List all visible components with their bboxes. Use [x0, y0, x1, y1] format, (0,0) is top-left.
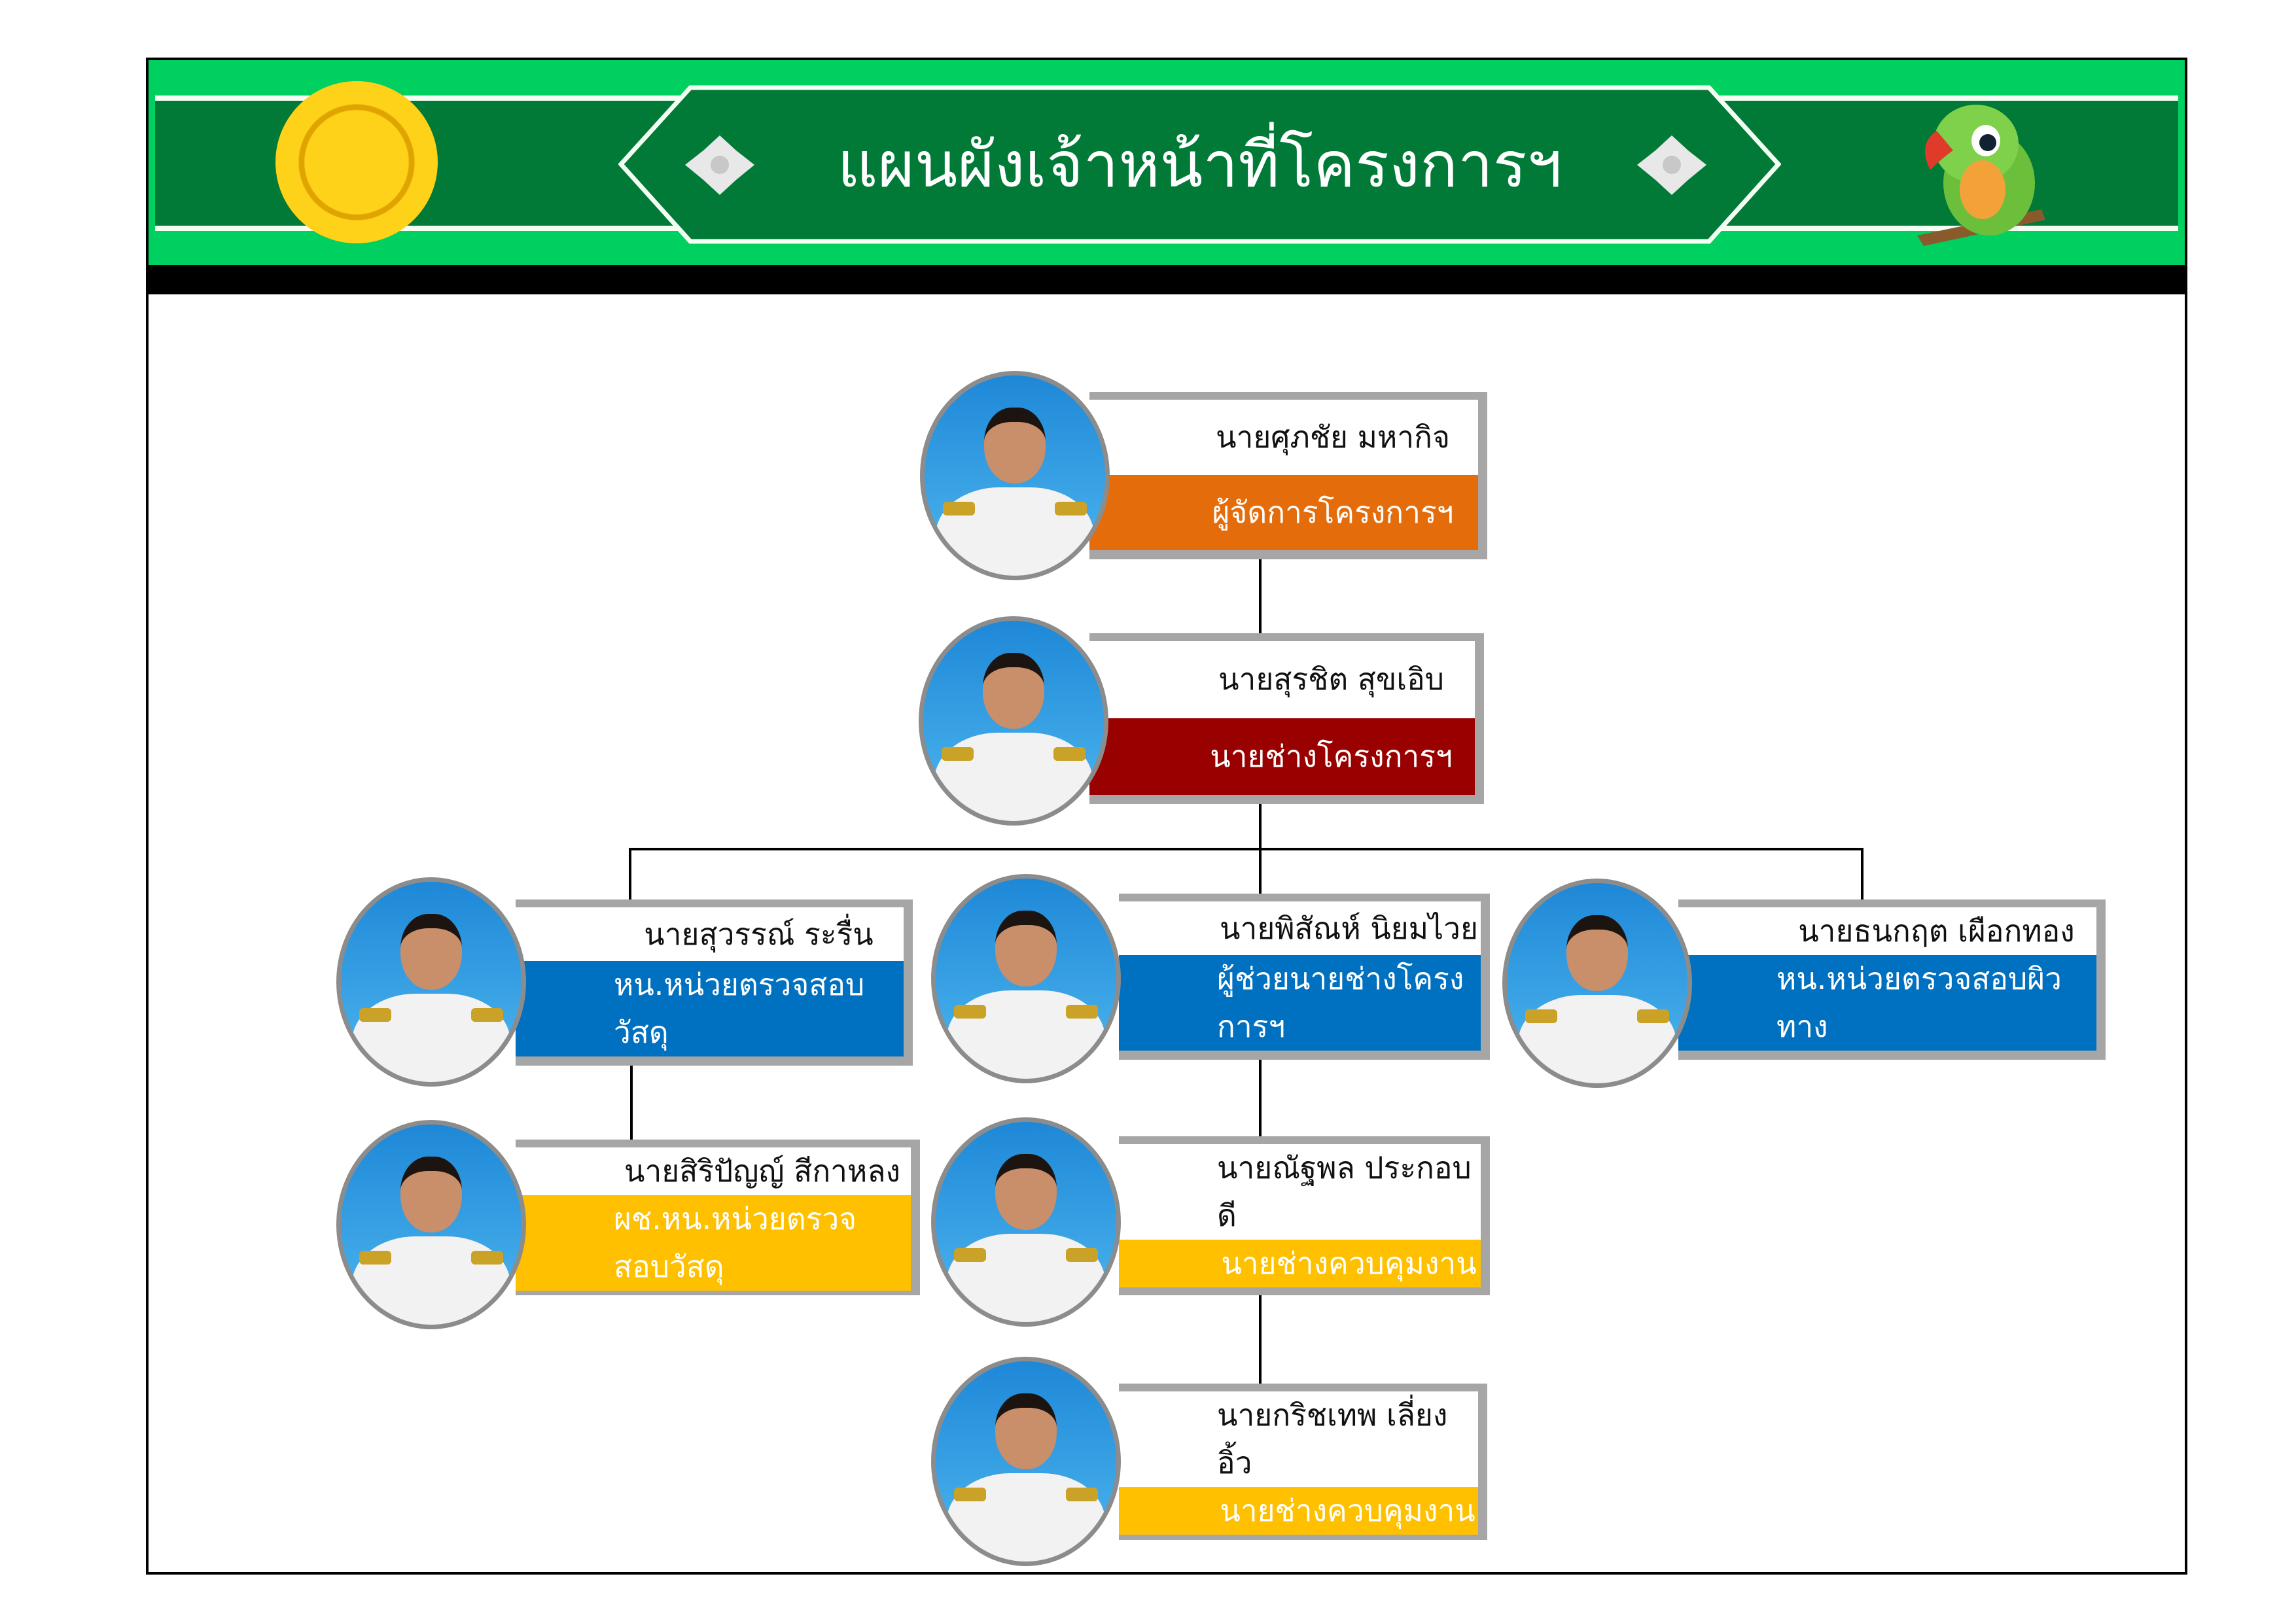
staff-name: นายณัฐพล ประกอบดี [1119, 1144, 1481, 1240]
staff-photo [1502, 879, 1692, 1088]
staff-card: นายธนกฤต เผือกทองหน.หน่วยตรวจสอบผิวทาง [1678, 899, 2106, 1060]
connector-line [1259, 1060, 1262, 1136]
staff-role: นายช่างควบคุมงาน [1119, 1487, 1478, 1535]
connector-line [629, 848, 631, 899]
staff-card: นายสุรชิต สุขเอิบนายช่างโครงการฯ [1089, 633, 1484, 804]
connector-line [630, 1066, 633, 1140]
department-seal-logo [275, 81, 438, 243]
staff-name: นายศุภชัย มหากิจ [1089, 400, 1478, 475]
staff-photo [919, 616, 1108, 826]
staff-card: นายศุภชัย มหากิจผู้จัดการโครงการฯ [1089, 392, 1487, 559]
connector-line [1259, 559, 1262, 633]
flower-ornament-icon [685, 135, 754, 195]
staff-name: นายธนกฤต เผือกทอง [1678, 907, 2096, 955]
staff-photo [931, 874, 1121, 1083]
staff-role: ผู้ช่วยนายช่างโครงการฯ [1119, 955, 1481, 1051]
staff-role: นายช่างโครงการฯ [1089, 718, 1475, 795]
staff-photo [920, 371, 1110, 580]
staff-role: ผู้จัดการโครงการฯ [1089, 475, 1478, 550]
staff-card: นายสุวรรณ์ ระรื่นหน.หน่วยตรวจสอบวัสดุ [516, 899, 913, 1066]
connector-line [1861, 848, 1863, 899]
staff-name: นายสุรชิต สุขเอิบ [1089, 641, 1475, 718]
parrot-mascot-icon [1917, 105, 2045, 246]
staff-name: นายสิริปัญญ์ สีกาหลง [516, 1147, 911, 1195]
staff-name: นายกริชเทพ เลี่ยงอิ้ว [1119, 1391, 1478, 1487]
staff-role: นายช่างควบคุมงาน [1119, 1240, 1481, 1287]
staff-name: นายสุวรรณ์ ระรื่น [516, 907, 904, 961]
flower-ornament-icon [1637, 135, 1706, 195]
staff-card: นายณัฐพล ประกอบดีนายช่างควบคุมงาน [1119, 1136, 1490, 1295]
staff-photo [931, 1117, 1121, 1327]
staff-role: หน.หน่วยตรวจสอบผิวทาง [1678, 955, 2096, 1051]
staff-role: หน.หน่วยตรวจสอบวัสดุ [516, 961, 904, 1056]
staff-card: นายกริชเทพ เลี่ยงอิ้วนายช่างควบคุมงาน [1119, 1384, 1487, 1540]
staff-photo [336, 1120, 526, 1329]
page-title: แผนผังเจ้าหน้าที่โครงการฯ [837, 130, 1563, 200]
staff-role: ผช.หน.หน่วยตรวจสอบวัสดุ [516, 1195, 911, 1291]
staff-photo [931, 1357, 1121, 1566]
staff-photo [336, 877, 526, 1087]
title-hexagon [618, 85, 1781, 244]
connector-line [629, 848, 1863, 850]
header-black-bar [149, 265, 2185, 294]
connector-line [1259, 1295, 1262, 1384]
staff-card: นายพิสัณห์ นิยมไวยผู้ช่วยนายช่างโครงการฯ [1119, 894, 1490, 1060]
staff-name: นายพิสัณห์ นิยมไวย [1119, 901, 1481, 955]
staff-card: นายสิริปัญญ์ สีกาหลงผช.หน.หน่วยตรวจสอบวั… [516, 1140, 920, 1295]
